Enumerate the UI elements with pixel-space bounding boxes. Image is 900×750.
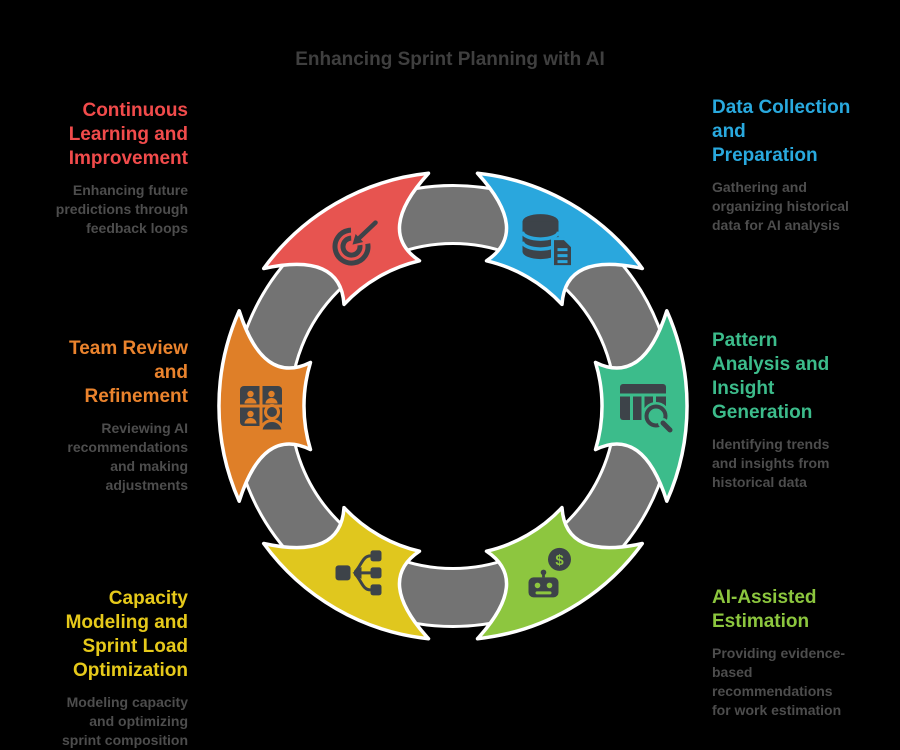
segment-label-capacity-modeling: Capacity Modeling and Sprint Load Optimi… xyxy=(8,587,188,750)
ring-band xyxy=(234,187,672,625)
segment-title: Continuous Learning and Improvement xyxy=(68,100,188,169)
segment-label-ai-estimation: AI-Assisted Estimation Providing evidenc… xyxy=(712,586,892,720)
segment-title: Team Review and Refinement xyxy=(69,338,188,407)
segment-label-pattern-analysis: Pattern Analysis and Insight Generation … xyxy=(712,329,892,492)
segment-title: AI-Assisted Estimation xyxy=(712,587,817,632)
page-title: Enhancing Sprint Planning with AI xyxy=(295,49,605,70)
segment-title: Pattern Analysis and Insight Generation xyxy=(712,330,830,423)
segment-description: Providing evidence- based recommendation… xyxy=(712,645,846,718)
segment-description: Reviewing AI recommendations and making … xyxy=(67,420,188,493)
segment-title: Data Collection and Preparation xyxy=(712,97,851,166)
segment-description: Identifying trends and insights from his… xyxy=(712,436,830,490)
segment-title: Capacity Modeling and Sprint Load Optimi… xyxy=(65,588,188,681)
segment-label-team-review: Team Review and Refinement Reviewing AI … xyxy=(8,337,188,495)
team-icon xyxy=(238,384,285,433)
segment-label-continuous-learning: Continuous Learning and Improvement Enha… xyxy=(8,99,188,238)
segment-description: Modeling capacity and optimizing sprint … xyxy=(62,694,188,748)
segment-label-data-collection: Data Collection and Preparation Gatherin… xyxy=(712,96,892,235)
segment-ai-estimation xyxy=(475,505,645,641)
segment-description: Enhancing future predictions through fee… xyxy=(55,182,188,236)
segment-description: Gathering and organizing historical data… xyxy=(712,179,849,233)
